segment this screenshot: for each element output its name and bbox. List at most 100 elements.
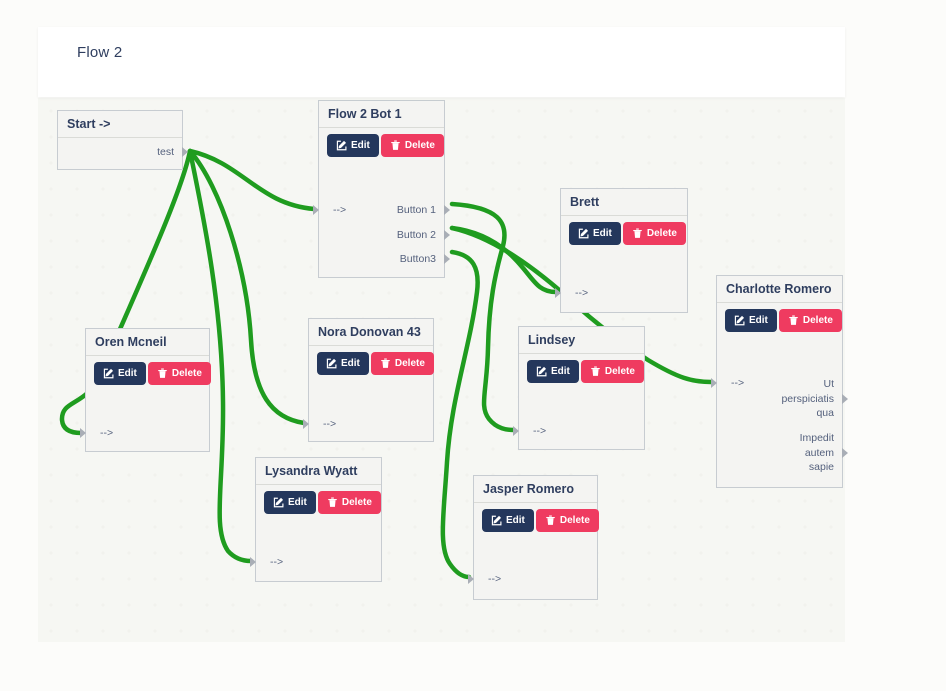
delete-button-label: Delete: [646, 228, 677, 239]
node-header[interactable]: Oren Mcneil: [86, 329, 209, 356]
input-label: -->: [333, 204, 347, 216]
delete-button[interactable]: Delete: [778, 309, 842, 332]
pencil-square-icon: [326, 358, 337, 369]
delete-button-label: Delete: [394, 358, 425, 369]
input-label: -->: [323, 418, 337, 430]
delete-button[interactable]: Delete: [317, 491, 381, 514]
edit-button-label: Edit: [506, 515, 525, 526]
node-header[interactable]: Nora Donovan 43: [309, 319, 433, 346]
node-lysandra-wyatt[interactable]: Lysandra Wyatt Edit Delete -->: [250, 457, 382, 582]
node-start[interactable]: Start -> test: [57, 110, 188, 170]
node-title: Jasper Romero: [483, 482, 575, 496]
edit-button[interactable]: Edit: [527, 360, 579, 383]
node-header[interactable]: Brett: [561, 189, 687, 216]
node-title: Lindsey: [528, 333, 576, 347]
delete-button[interactable]: Delete: [622, 222, 686, 245]
edit-button-label: Edit: [288, 497, 307, 508]
trash-icon: [327, 497, 338, 508]
delete-button-label: Delete: [802, 315, 833, 326]
node-header[interactable]: Lindsey: [519, 327, 644, 354]
delete-button[interactable]: Delete: [370, 352, 434, 375]
node-title: Flow 2 Bot 1: [328, 107, 402, 121]
input-port[interactable]: [555, 288, 561, 298]
output-port[interactable]: [444, 230, 450, 240]
trash-icon: [590, 366, 601, 377]
node-title: Nora Donovan 43: [318, 325, 421, 339]
node-title: Lysandra Wyatt: [265, 464, 358, 478]
input-port[interactable]: [313, 205, 319, 215]
node-header[interactable]: Start ->: [58, 111, 182, 138]
input-port[interactable]: [80, 428, 86, 438]
edit-button-label: Edit: [551, 366, 570, 377]
input-port[interactable]: [513, 426, 519, 436]
edit-button[interactable]: Edit: [725, 309, 777, 332]
delete-button[interactable]: Delete: [535, 509, 599, 532]
input-label: -->: [575, 287, 589, 299]
node-nora-donovan-43[interactable]: Nora Donovan 43 Edit Delete -->: [303, 318, 434, 442]
edit-button[interactable]: Edit: [327, 134, 379, 157]
output-port[interactable]: [842, 448, 848, 458]
input-label: -->: [100, 427, 114, 439]
output-label[interactable]: test: [157, 146, 174, 158]
node-title: Start ->: [67, 117, 111, 131]
node-header[interactable]: Flow 2 Bot 1: [319, 101, 444, 128]
pencil-square-icon: [103, 368, 114, 379]
edit-button-label: Edit: [351, 140, 370, 151]
delete-button-label: Delete: [404, 140, 435, 151]
delete-button[interactable]: Delete: [147, 362, 211, 385]
output-label[interactable]: Button 2: [396, 229, 436, 241]
node-header[interactable]: Charlotte Romero: [717, 276, 842, 303]
output-port[interactable]: [182, 147, 188, 157]
node-brett[interactable]: Brett Edit Delete -->: [555, 188, 688, 313]
node-actions: Edit Delete: [569, 222, 686, 245]
edit-button[interactable]: Edit: [482, 509, 534, 532]
pencil-square-icon: [336, 140, 347, 151]
node-jasper-romero[interactable]: Jasper Romero Edit Delete -->: [468, 475, 599, 600]
trash-icon: [545, 515, 556, 526]
input-label: -->: [533, 425, 547, 437]
trash-icon: [380, 358, 391, 369]
delete-button-label: Delete: [341, 497, 372, 508]
pencil-square-icon: [578, 228, 589, 239]
input-label: -->: [270, 556, 284, 568]
delete-button[interactable]: Delete: [580, 360, 644, 383]
edit-button[interactable]: Edit: [94, 362, 146, 385]
edit-button[interactable]: Edit: [264, 491, 316, 514]
input-label: -->: [488, 573, 502, 585]
delete-button-label: Delete: [171, 368, 202, 379]
node-actions: Edit Delete: [327, 134, 444, 157]
edit-button-label: Edit: [593, 228, 612, 239]
pencil-square-icon: [273, 497, 284, 508]
node-flow-2-bot-1[interactable]: Flow 2 Bot 1 Edit Delete --> Button 1 Butt…: [313, 100, 450, 278]
node-actions: Edit Delete: [317, 352, 434, 375]
node-lindsey[interactable]: Lindsey Edit Delete -->: [513, 326, 645, 450]
trash-icon: [157, 368, 168, 379]
node-actions: Edit Delete: [725, 309, 842, 332]
output-port[interactable]: [444, 254, 450, 264]
node-actions: Edit Delete: [482, 509, 599, 532]
input-port[interactable]: [468, 574, 474, 584]
output-label[interactable]: Button3: [399, 253, 436, 265]
output-port[interactable]: [444, 205, 450, 215]
pencil-square-icon: [536, 366, 547, 377]
node-header[interactable]: Jasper Romero: [474, 476, 597, 503]
output-label[interactable]: Button 1: [396, 204, 436, 216]
input-port[interactable]: [303, 419, 309, 429]
node-actions: Edit Delete: [94, 362, 211, 385]
node-oren-mcneil[interactable]: Oren Mcneil Edit Delete -->: [80, 328, 211, 452]
pencil-square-icon: [491, 515, 502, 526]
trash-icon: [788, 315, 799, 326]
edit-button[interactable]: Edit: [317, 352, 369, 375]
edit-button-label: Edit: [749, 315, 768, 326]
input-port[interactable]: [711, 378, 717, 388]
delete-button[interactable]: Delete: [380, 134, 444, 157]
node-title: Brett: [570, 195, 600, 209]
flow-header-card: Flow 2: [38, 27, 845, 97]
node-header[interactable]: Lysandra Wyatt: [256, 458, 381, 485]
edit-button[interactable]: Edit: [569, 222, 621, 245]
output-port[interactable]: [842, 394, 848, 404]
input-port[interactable]: [250, 557, 256, 567]
